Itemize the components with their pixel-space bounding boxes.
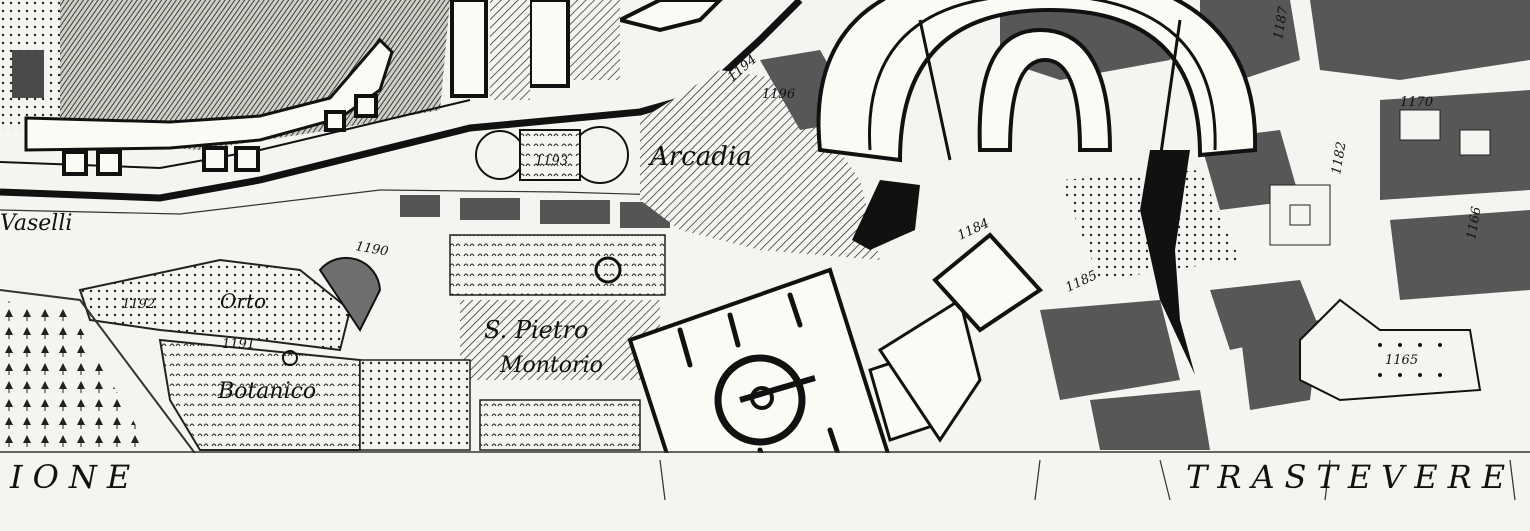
square-dome-ring xyxy=(714,354,806,446)
s-pietro-lower-garden xyxy=(479,399,641,451)
left-road xyxy=(0,289,231,501)
santa-maria-trastevere-church xyxy=(1299,298,1482,402)
arcadia-hill xyxy=(640,70,880,260)
top-overlay-pillars xyxy=(450,0,723,98)
top-striped-field xyxy=(490,0,620,100)
left-tree-field xyxy=(0,300,150,450)
label-montorio: Montorio xyxy=(499,353,603,378)
label-trastevere: TRASTEVERE xyxy=(1186,458,1515,496)
parcel-1187: 1187 xyxy=(1271,5,1292,41)
center-lower-garden xyxy=(359,359,471,451)
botanico-lower-garden xyxy=(158,338,361,451)
s-pietro-church-block xyxy=(460,300,660,380)
parcel-1190: 1190 xyxy=(354,239,389,260)
label-edge-word: Vaselli xyxy=(0,211,72,236)
parcel-1191: 1191 xyxy=(222,337,255,352)
orto-semicircle xyxy=(318,256,382,332)
arches-overlay xyxy=(816,0,1258,163)
parcel-1182: 1182 xyxy=(1329,140,1350,175)
aurelian-wall xyxy=(0,0,803,202)
overlay-piers xyxy=(62,94,378,176)
aqueduct-overlay-strip xyxy=(24,37,394,152)
top-left-block xyxy=(12,50,44,98)
lower-margin-strokes xyxy=(659,459,1516,501)
parcel-1193: 1193 xyxy=(535,154,568,169)
label-arcadia: Arcadia xyxy=(648,142,752,172)
parcel-1196: 1196 xyxy=(762,87,795,102)
lower-margin xyxy=(0,453,1530,531)
trastevere-courtyards xyxy=(1269,109,1491,246)
orto-botanico-garden xyxy=(78,258,352,352)
label-s-pietro: S. Pietro xyxy=(484,316,588,344)
label-botanico: Botanico xyxy=(217,379,316,404)
parcel-1170: 1170 xyxy=(1400,95,1433,110)
black-drips xyxy=(852,150,1195,375)
tempietto xyxy=(594,256,622,284)
janiculum-woodland xyxy=(60,0,450,150)
parcel-1192: 1192 xyxy=(122,297,155,312)
church-columns xyxy=(1378,343,1442,377)
botanico-fountain xyxy=(282,350,298,366)
label-rione: IONE xyxy=(9,458,140,496)
square-dome-bar xyxy=(739,375,816,403)
arcadia-building xyxy=(475,126,629,184)
parcel-1166: 1166 xyxy=(1464,205,1485,240)
parcel-1165: 1165 xyxy=(1385,353,1418,368)
label-orto: Orto xyxy=(220,289,266,313)
s-pietro-garden-top xyxy=(449,234,666,296)
